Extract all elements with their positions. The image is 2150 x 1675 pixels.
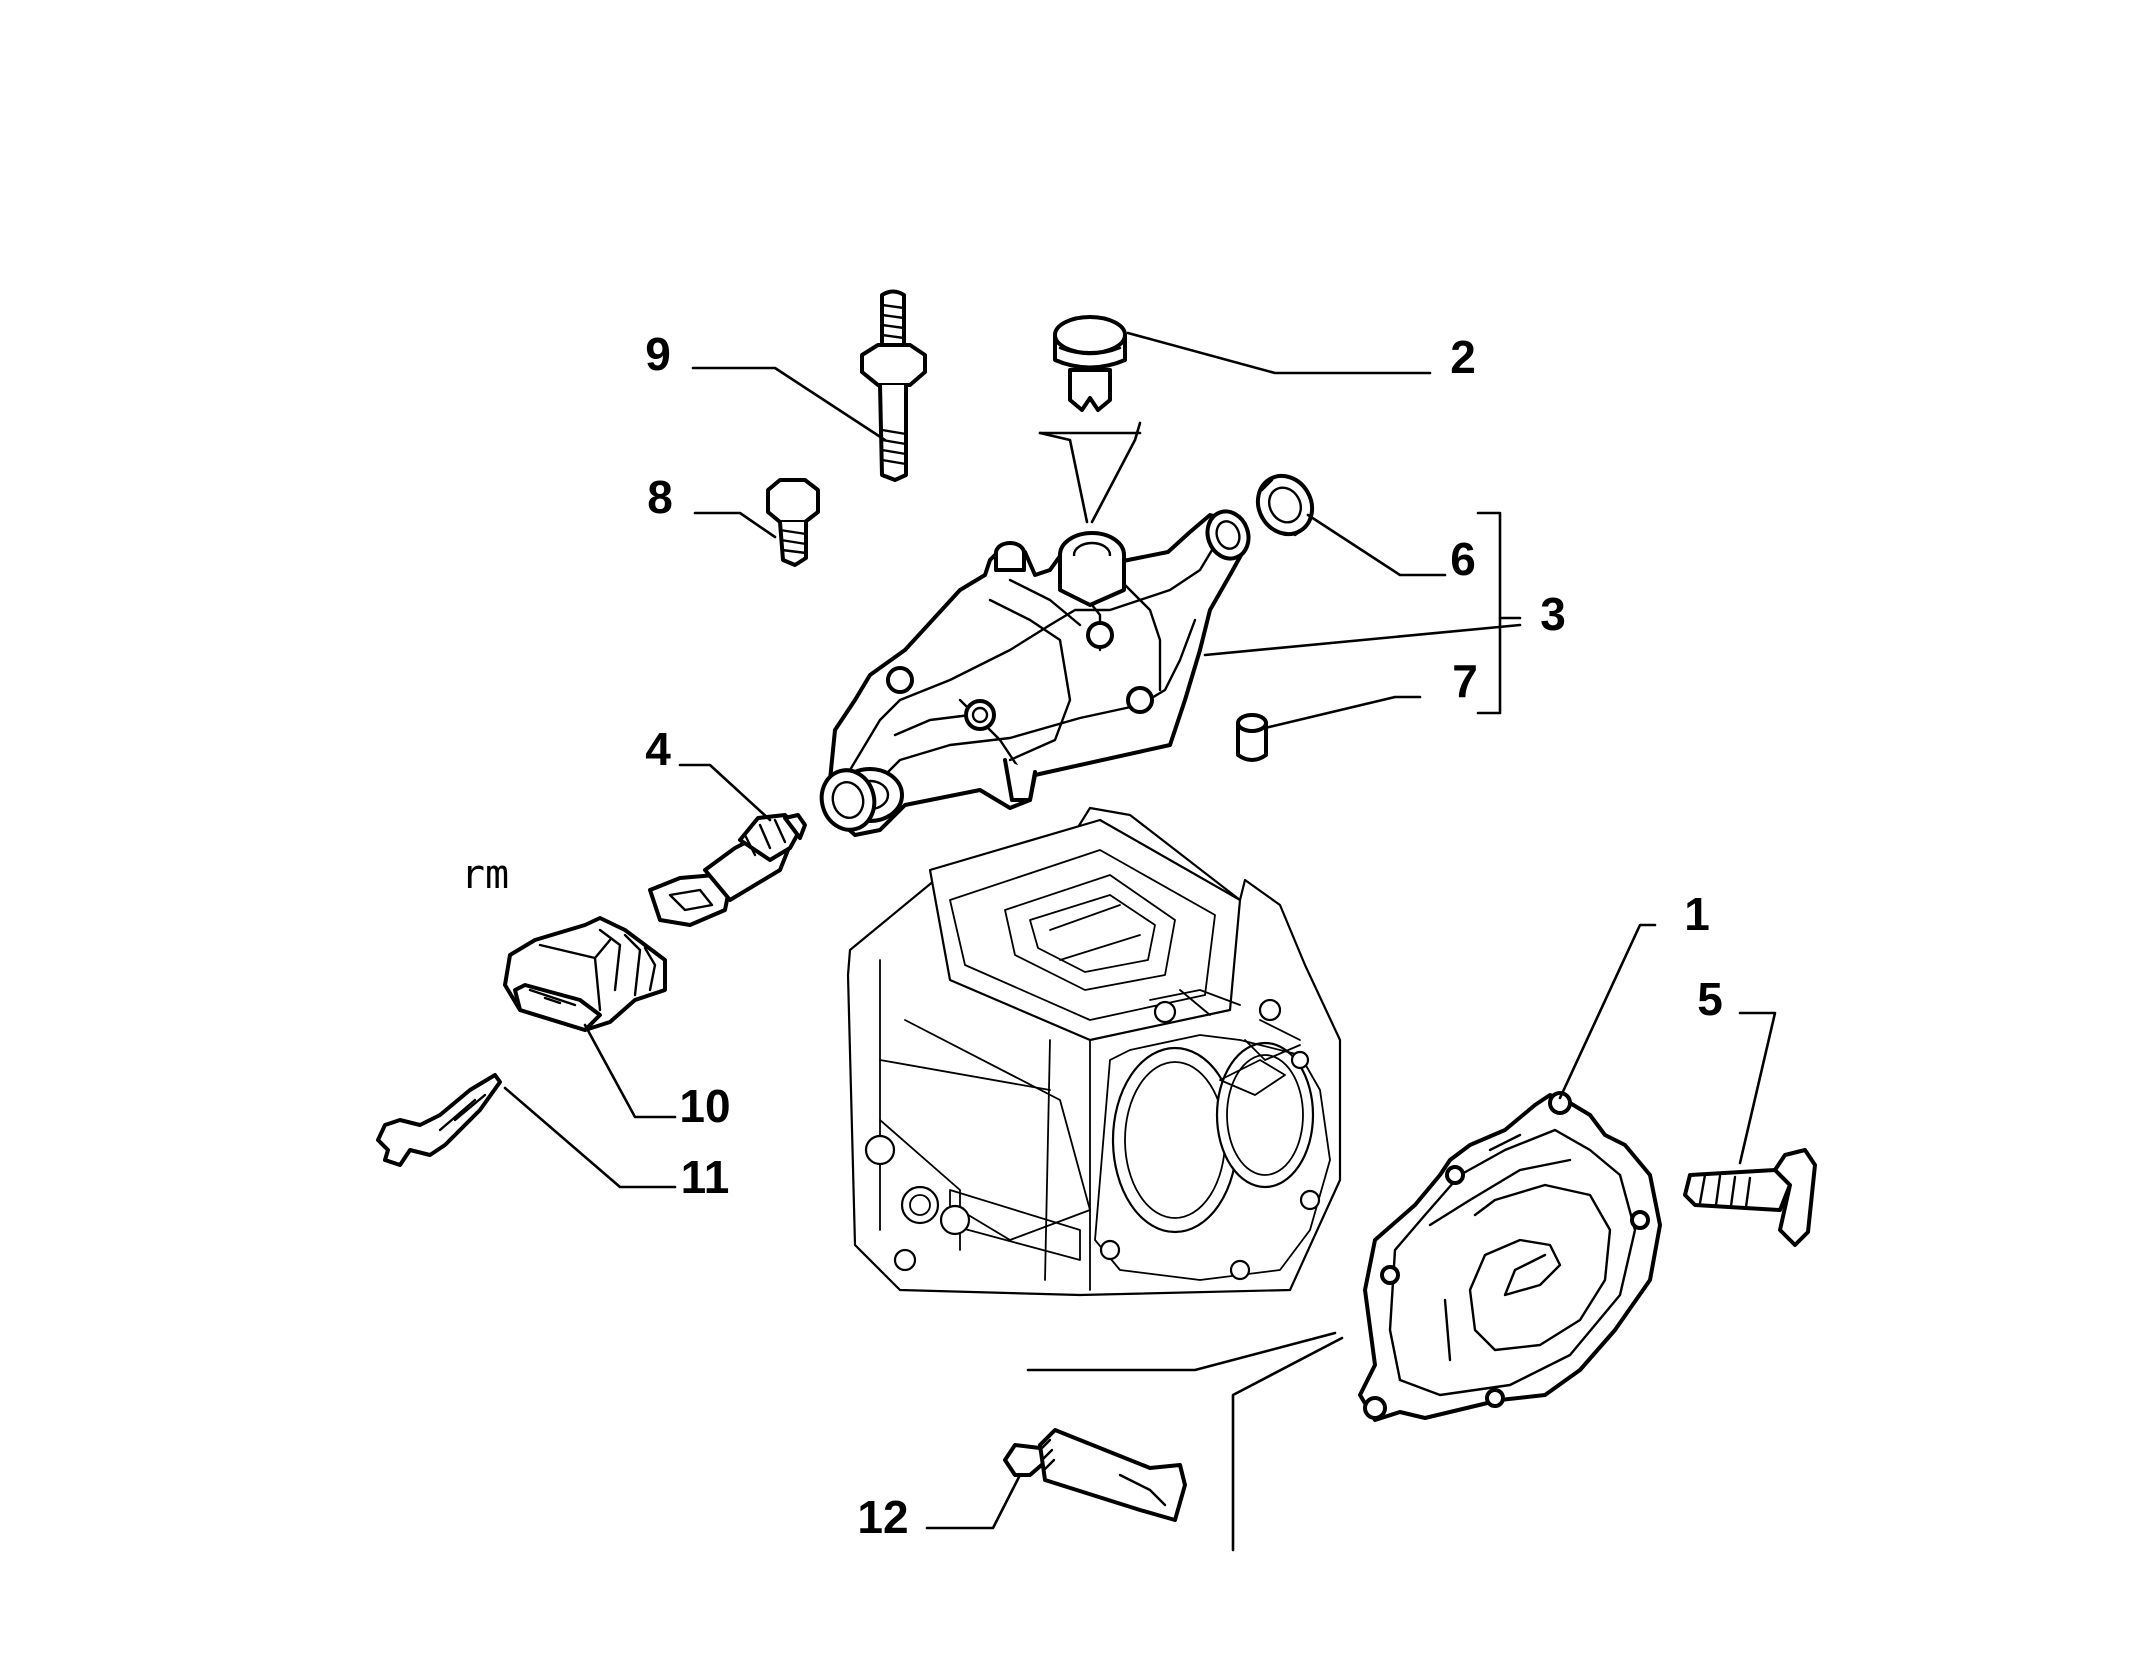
part-4-sensor [648, 813, 807, 927]
leader-11 [503, 1086, 677, 1189]
leader-lines [503, 331, 1777, 1552]
callout-7: 7 [1452, 655, 1478, 707]
leader-10 [583, 1023, 677, 1119]
part-12-sealant-tube [1003, 1428, 1187, 1522]
leader-7 [1263, 695, 1422, 730]
leader-3 [1203, 623, 1522, 657]
part-5-bolt [1683, 1148, 1817, 1247]
part-11-terminal-pin [376, 1073, 502, 1167]
callout-8: 8 [647, 471, 673, 523]
part-7-bushing [1236, 713, 1268, 762]
callout-12: 12 [857, 1491, 908, 1543]
part-8-bolt [766, 478, 820, 567]
assembly-line-sealant-2 [1231, 1336, 1344, 1552]
leader-2 [1126, 331, 1432, 375]
callout-3: 3 [1540, 588, 1566, 640]
assembly-line-cap-3 [1090, 421, 1142, 524]
leader-9 [691, 366, 887, 442]
callout-2: 2 [1450, 331, 1476, 383]
callout-labels: 1 2 3 4 5 6 7 8 9 10 11 12 rm [461, 328, 1723, 1543]
callout-10: 10 [679, 1080, 730, 1132]
part-9-stud [860, 289, 927, 482]
assembly-line-cap-2 [1038, 431, 1089, 524]
part-3-upper-cover [819, 509, 1251, 837]
group-bracket-6-7 [1476, 511, 1502, 715]
side-note-rm: rm [461, 852, 509, 898]
callout-9: 9 [645, 328, 671, 380]
part-1-side-cover [1358, 1091, 1662, 1422]
leader-5 [1738, 1011, 1777, 1165]
callout-6: 6 [1450, 533, 1476, 585]
leader-8 [693, 511, 777, 539]
callout-5: 5 [1697, 973, 1723, 1025]
leader-4 [678, 763, 772, 822]
callout-4: 4 [645, 723, 671, 775]
gearbox-housing [846, 806, 1342, 1297]
leader-6 [1306, 513, 1447, 577]
part-10-connector [503, 916, 667, 1032]
part-2-cap [1053, 315, 1127, 412]
leader-12 [925, 1473, 1022, 1530]
callout-11: 11 [681, 1151, 730, 1203]
part-6-seal-ring [1255, 473, 1315, 537]
assembly-line-sealant [1026, 1331, 1337, 1372]
leader-1 [1558, 923, 1657, 1100]
callout-1: 1 [1684, 888, 1710, 940]
